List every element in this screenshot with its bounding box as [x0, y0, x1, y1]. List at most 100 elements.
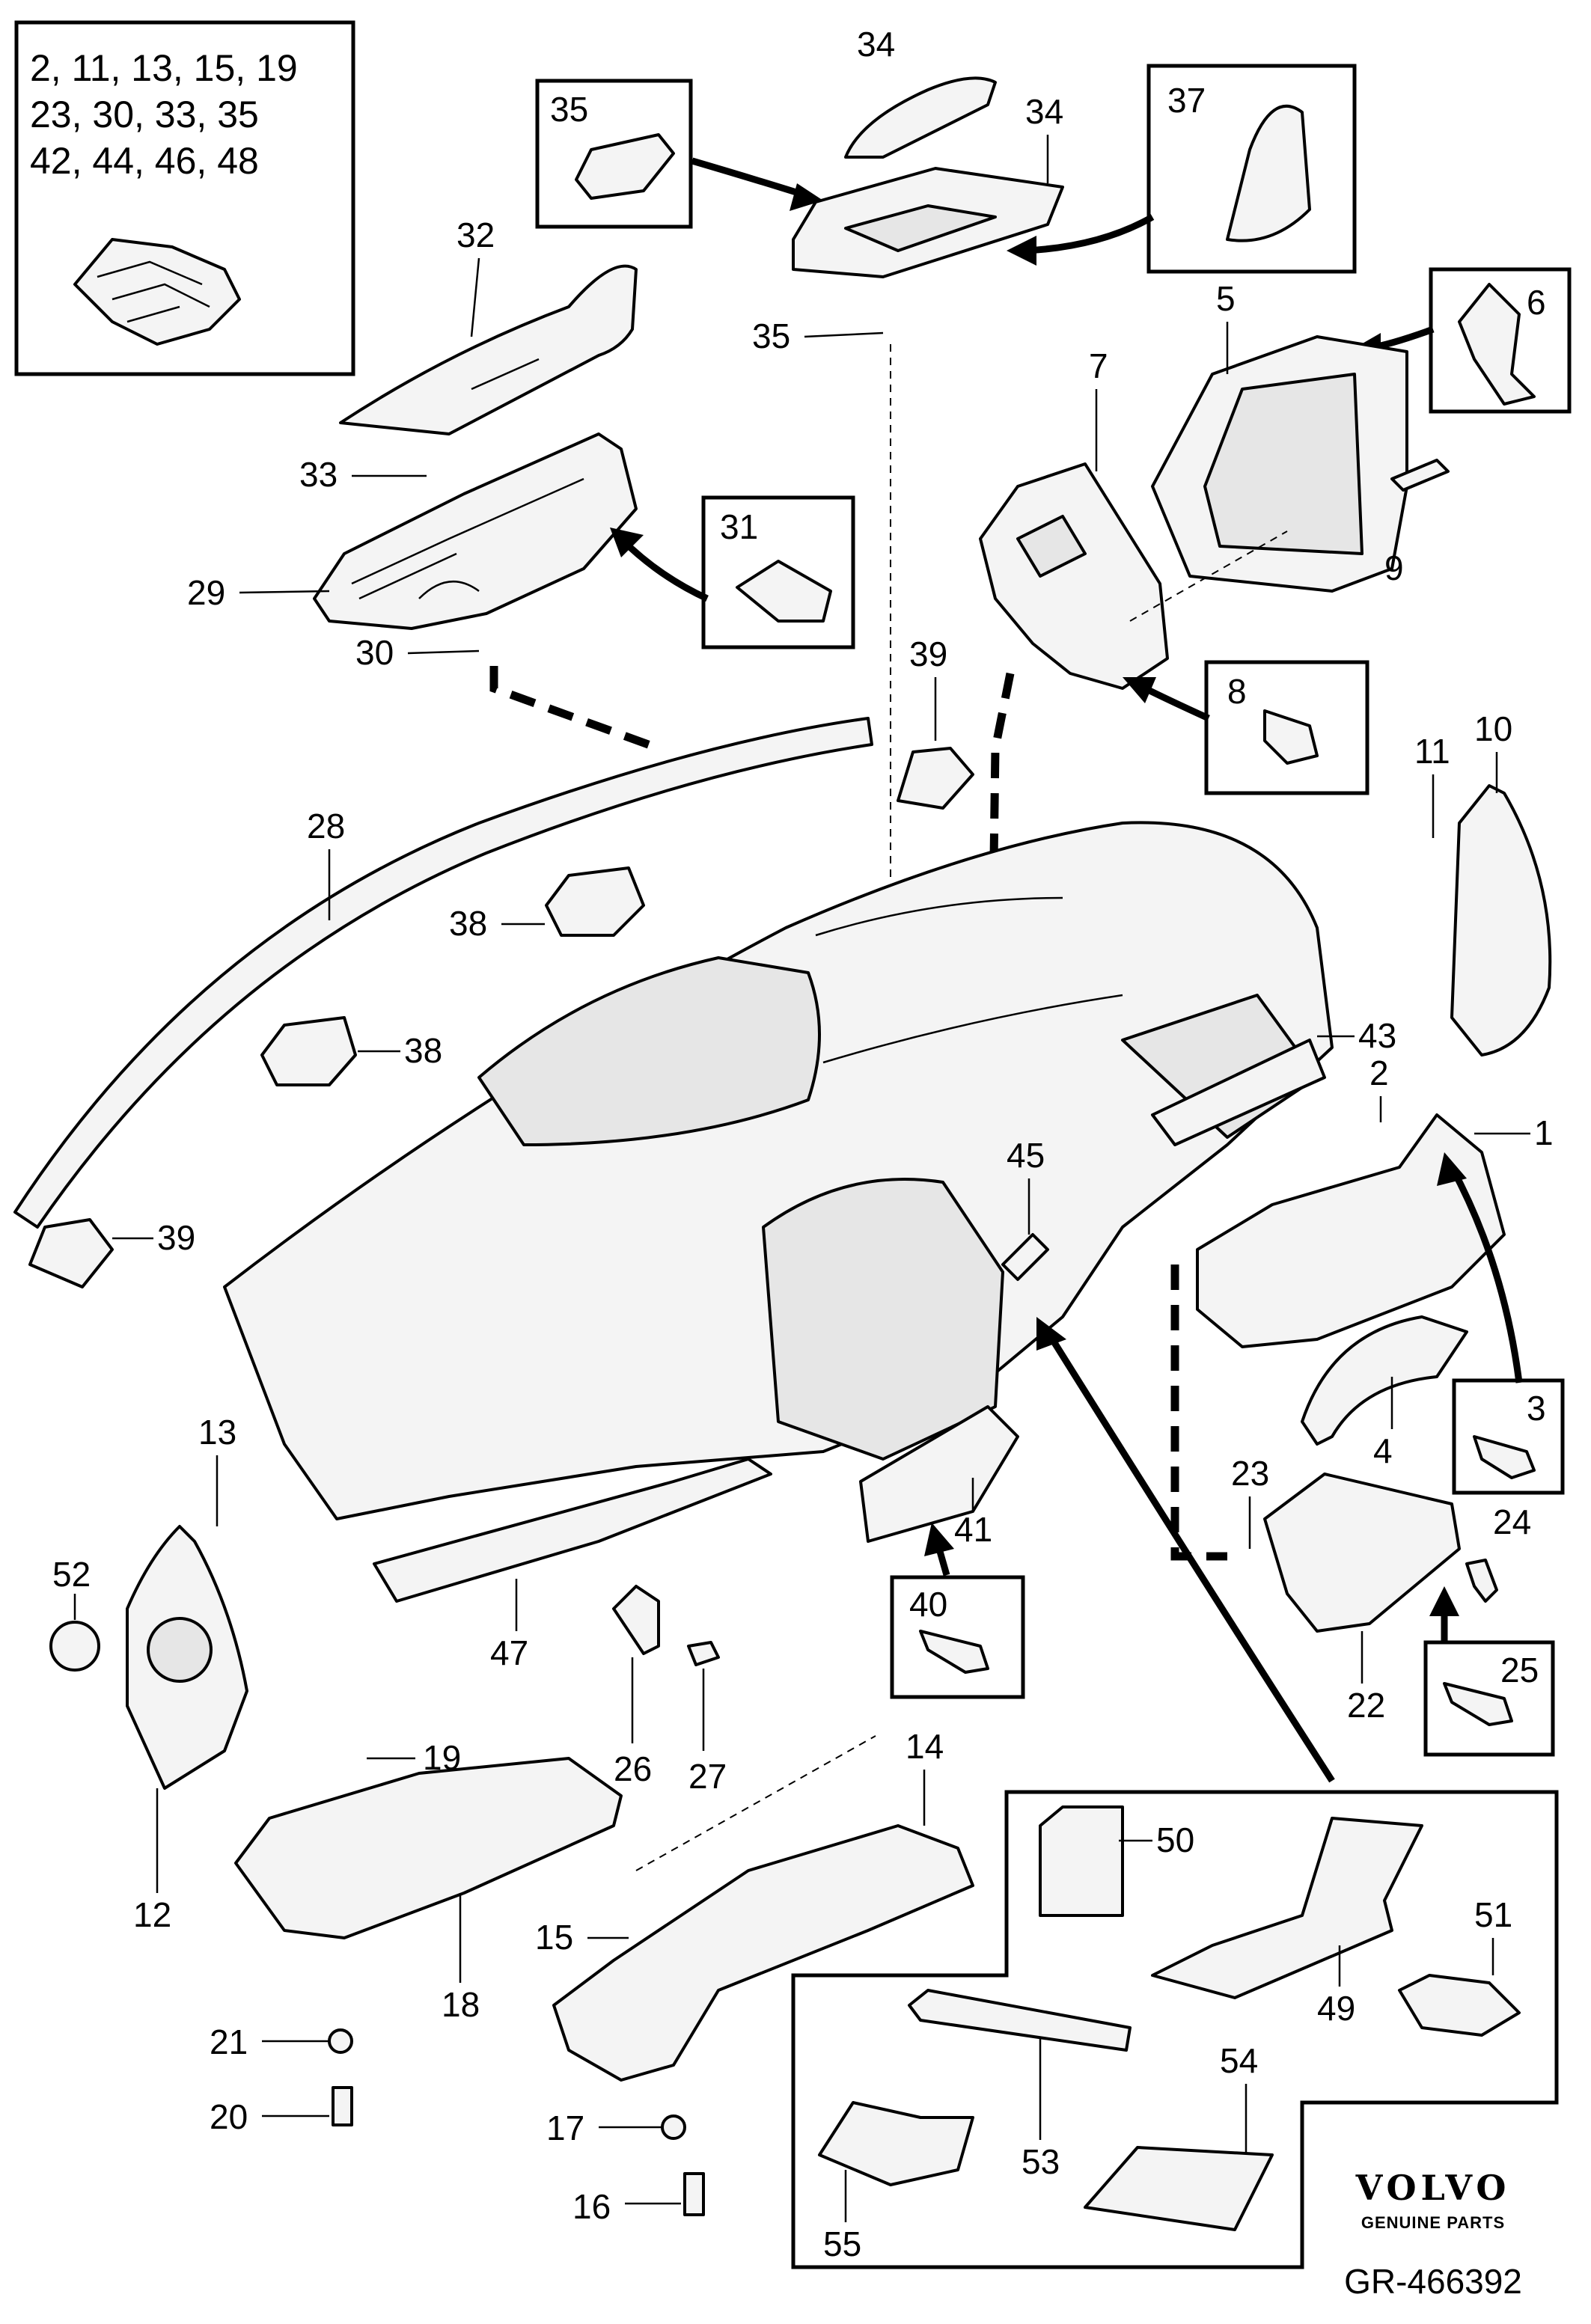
label-26: 26	[614, 1749, 652, 1788]
foam-plate-part	[1084, 2146, 1274, 2231]
dashboard-body	[223, 821, 1334, 1520]
label-22: 22	[1347, 1686, 1385, 1725]
decor-strip-part	[373, 1458, 772, 1603]
side-end-panel-part	[1450, 784, 1552, 1056]
label-15: 15	[535, 1918, 573, 1957]
label-17: 17	[546, 2109, 584, 2147]
spring-clip-icon	[73, 238, 241, 346]
genuine-parts-tagline: GENUINE PARTS	[1361, 2213, 1505, 2232]
label-19: 19	[423, 1738, 461, 1777]
label-23: 23	[1231, 1454, 1269, 1493]
label-35: 35	[752, 317, 790, 355]
speaker-panel-part	[313, 432, 638, 630]
label-14: 14	[906, 1727, 944, 1766]
label-1: 1	[1534, 1113, 1554, 1152]
label-43: 43	[1358, 1016, 1396, 1055]
glovebox-upper-part	[1196, 1113, 1506, 1348]
end-cap-part	[126, 1525, 248, 1790]
label-8: 8	[1227, 672, 1247, 711]
trim-strip-part	[1151, 1039, 1326, 1146]
label-28: 28	[307, 807, 345, 845]
label-18: 18	[442, 1985, 480, 2024]
callout-box-37	[1146, 64, 1357, 274]
label-27: 27	[688, 1757, 727, 1796]
label-3: 3	[1527, 1389, 1546, 1428]
label-7: 7	[1089, 346, 1108, 385]
label-13: 13	[198, 1413, 236, 1452]
foam-sheet-part	[818, 2101, 974, 2186]
air-vent-part	[545, 866, 645, 937]
lower-panel-left-part	[234, 1757, 623, 1939]
display-frame-part	[1151, 335, 1408, 593]
callout-box-3	[1452, 1378, 1565, 1495]
clip-legend-line-2: 23, 30, 33, 35	[30, 94, 259, 135]
lower-trim-part	[1301, 1315, 1468, 1446]
side-vent-part	[897, 747, 974, 810]
air-vent-part	[260, 1016, 357, 1086]
storage-lid-part	[792, 76, 1064, 278]
label-11: 11	[1414, 732, 1450, 771]
label-34: 34	[1025, 92, 1063, 131]
label-35-box: 35	[550, 90, 588, 129]
bracket-part	[979, 462, 1169, 690]
label-39: 39	[909, 634, 947, 673]
round-clip-part	[49, 1621, 100, 1672]
label-9: 9	[1384, 548, 1404, 587]
label-55: 55	[823, 2224, 861, 2263]
callout-box-35	[535, 79, 693, 229]
label-21: 21	[210, 2022, 248, 2061]
foam-strip-part	[1151, 1817, 1423, 1999]
label-45: 45	[1007, 1136, 1045, 1175]
glovebox-part	[1263, 1473, 1461, 1633]
label-32: 32	[456, 215, 495, 254]
volvo-wordmark: VOLVO	[1355, 2168, 1511, 2208]
callout-box-6	[1429, 267, 1572, 414]
label-38-lower: 38	[404, 1031, 442, 1070]
clip-legend-box: 2, 11, 13, 15, 19 23, 30, 33, 35 42, 44,…	[14, 20, 355, 376]
label-30: 30	[355, 633, 394, 672]
top-cover-part	[339, 264, 638, 435]
label-24: 24	[1493, 1502, 1531, 1541]
label-41: 41	[954, 1510, 992, 1549]
clip-legend-line-1: 2, 11, 13, 15, 19	[30, 47, 298, 89]
label-49: 49	[1317, 1989, 1355, 2028]
label-2: 2	[1369, 1054, 1389, 1092]
label-12: 12	[133, 1895, 171, 1934]
foam-pad-part	[908, 1989, 1132, 2052]
label-33: 33	[299, 455, 338, 494]
label-5: 5	[1216, 279, 1236, 318]
label-16: 16	[572, 2187, 611, 2226]
small-trim-part	[1001, 1233, 1049, 1281]
label-10: 10	[1474, 709, 1512, 748]
callout-box-40	[890, 1575, 1025, 1699]
label-31: 31	[720, 507, 758, 546]
callout-box-31	[701, 495, 855, 649]
label-25: 25	[1500, 1651, 1539, 1690]
label-52: 52	[52, 1555, 91, 1594]
clip-legend-line-3: 42, 44, 46, 48	[30, 140, 259, 182]
callout-box-8	[1204, 660, 1369, 795]
hook-part	[612, 1585, 660, 1655]
label-51: 51	[1474, 1895, 1512, 1934]
label-6: 6	[1527, 283, 1546, 322]
label-39-left: 39	[157, 1218, 195, 1257]
label-50: 50	[1156, 1820, 1194, 1859]
label-37: 37	[1167, 81, 1206, 120]
label-34-top: 34	[857, 25, 895, 64]
label-54: 54	[1220, 2041, 1258, 2080]
label-47: 47	[490, 1633, 528, 1672]
label-20: 20	[210, 2097, 248, 2136]
side-vent-part	[28, 1218, 114, 1288]
label-29: 29	[187, 573, 225, 612]
label-4: 4	[1373, 1431, 1393, 1470]
callout-box-25	[1423, 1640, 1555, 1757]
reference-number: GR-466392	[1344, 2262, 1522, 2301]
defroster-strip-part	[13, 717, 873, 1229]
lower-panel-right-part	[552, 1824, 974, 2082]
label-40: 40	[909, 1585, 947, 1624]
knee-trim-part	[859, 1405, 1019, 1543]
label-38: 38	[449, 904, 487, 943]
bracket-clip-part	[1398, 1974, 1521, 2037]
foam-block-part	[1039, 1805, 1124, 1917]
